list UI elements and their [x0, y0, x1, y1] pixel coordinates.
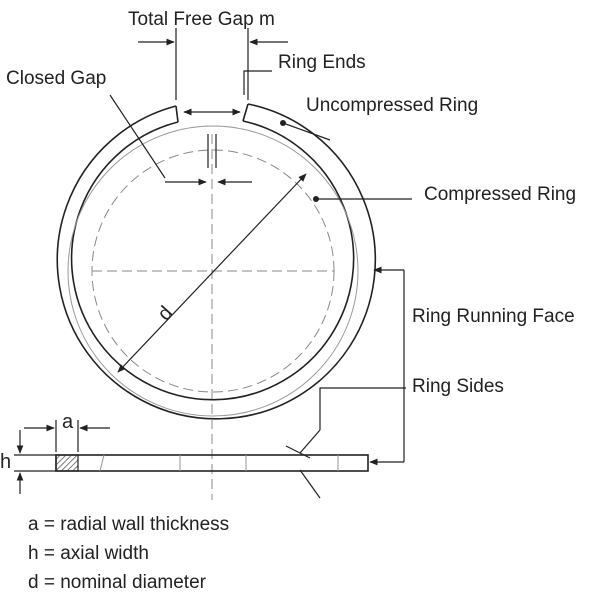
ring-running-face-label: Ring Running Face — [412, 306, 575, 327]
wall-thickness-symbol: a — [62, 411, 74, 433]
closed-gap-label: Closed Gap — [6, 68, 106, 89]
closed-gap-callout: Closed Gap — [6, 68, 252, 186]
ring-sides-label: Ring Sides — [412, 376, 504, 397]
compressed-ring-callout: Compressed Ring — [313, 184, 576, 205]
legend: a = radial wall thickness h = axial widt… — [28, 514, 229, 593]
total-free-gap-label: Total Free Gap m — [128, 9, 275, 30]
ring-running-face-callout: Ring Running Face — [369, 266, 575, 466]
uncompressed-ring-callout: Uncompressed Ring — [280, 95, 478, 141]
ring-ends-label: Ring Ends — [278, 52, 366, 73]
legend-item: a = radial wall thickness — [28, 514, 229, 535]
ring-sides-callout: Ring Sides — [285, 376, 504, 499]
uncompressed-ring — [56, 103, 377, 420]
axial-width-dimension: h — [0, 430, 56, 494]
compressed-ring-label: Compressed Ring — [424, 184, 576, 205]
axial-width-symbol: h — [0, 451, 11, 473]
total-free-gap-dimension: Total Free Gap m — [128, 9, 288, 100]
wall-thickness-dimension: a — [24, 411, 110, 452]
legend-item: h = axial width — [28, 543, 149, 564]
ring-ends-callout: Ring Ends — [183, 52, 366, 116]
legend-item: d = nominal diameter — [28, 572, 207, 593]
centerlines — [92, 134, 334, 500]
cross-section-hatch — [55, 454, 79, 472]
uncompressed-ring-label: Uncompressed Ring — [306, 95, 478, 116]
ring-side-view — [55, 454, 369, 472]
